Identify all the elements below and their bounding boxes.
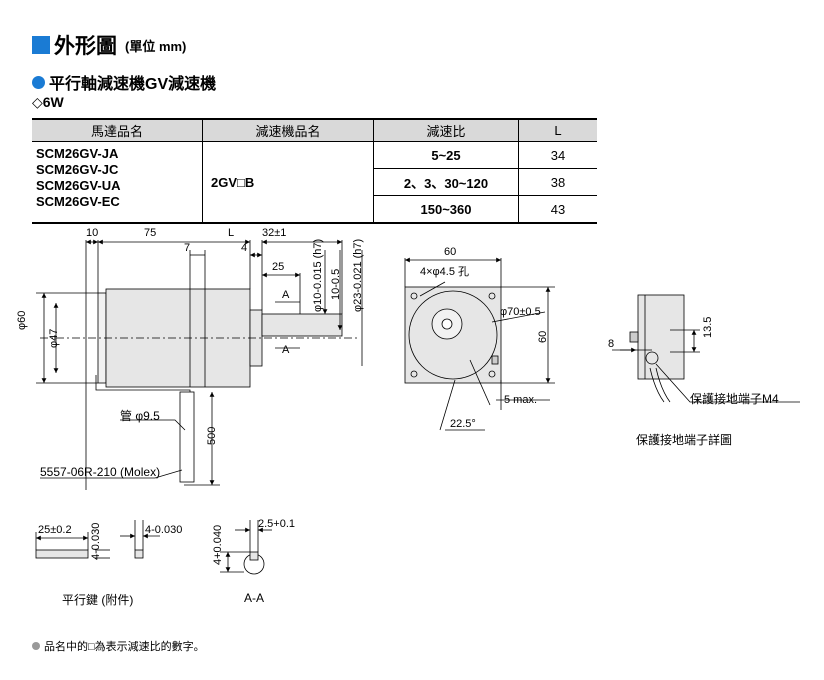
dim-500: 500 [206, 426, 218, 445]
dim-25: 25 [272, 261, 285, 273]
th-ratio: 減速比 [373, 118, 519, 142]
key-caption: 平行鍵 (附件) [62, 593, 134, 607]
dim-shaft-phi10: φ10-0.015 (h7) [312, 238, 324, 312]
aa-dim-4: 4+0.040 [212, 524, 224, 565]
angle-label: 22.5° [450, 418, 476, 430]
dim-phi60: φ60 [16, 310, 28, 330]
dim-4: 4 [241, 242, 248, 254]
spec-table: 馬達品名 減速機品名 減速比 L SCM26GV-JA SCM26GV-JC S… [32, 118, 597, 224]
front-view [404, 257, 555, 431]
section-A-bottom: A [282, 344, 290, 356]
key-dim-4a: 4-0.030 [90, 522, 102, 560]
ground-view [612, 294, 800, 403]
dim-front-60: 60 [444, 246, 457, 258]
ground-terminal-label: 保護接地端子M4 [690, 392, 779, 406]
key-dim-25: 25±0.2 [38, 524, 72, 536]
dim-front-h60: 60 [537, 330, 549, 343]
gray-dot-icon [32, 642, 40, 650]
blue-dot-icon [32, 75, 45, 89]
L-1: 34 [518, 141, 597, 169]
page-title: 外形圖 [54, 35, 117, 58]
pcd-label: φ70±0.5 [500, 306, 541, 318]
section-title: 平行軸減速機GV減速機 [49, 76, 217, 93]
ratio-2: 2、3、30~120 [373, 168, 519, 196]
side-dimension-lines [36, 239, 363, 490]
dim-7: 7 [184, 242, 191, 254]
footnote-text: 品名中的□為表示減速比的數字。 [44, 641, 205, 653]
aa-view [220, 520, 272, 575]
ground-caption: 保護接地端子詳圖 [636, 433, 733, 447]
dim-32: 32±1 [262, 227, 287, 239]
side-view-motor [40, 288, 360, 483]
L-2: 38 [518, 168, 597, 196]
holes-label: 4×φ4.5 孔 [420, 266, 470, 278]
th-motor: 馬達品名 [32, 118, 203, 142]
section-A-top: A [282, 289, 290, 301]
key-dim-4b: 4-0.030 [145, 524, 183, 536]
connector-label: 5557-06R-210 (Molex) [40, 465, 161, 479]
model-3: SCM26GV-UA [36, 178, 121, 193]
L-3: 43 [518, 195, 597, 224]
dim-ground-135: 13.5 [702, 316, 714, 338]
blue-square-icon [32, 36, 50, 54]
footnote: 品名中的□為表示減速比的數字。 [32, 638, 205, 654]
dim-ground-8: 8 [608, 338, 615, 350]
th-gearhead: 減速機品名 [202, 118, 374, 142]
page-header: 外形圖 (單位 mm) [32, 30, 186, 60]
dim-shaft-10: 10-0.5 [330, 268, 342, 300]
section-header: 平行軸減速機GV減速機 [32, 70, 216, 94]
ratio-3: 150~360 [373, 195, 519, 224]
th-L: L [518, 118, 597, 142]
dim-phi47: φ47 [48, 328, 60, 348]
aa-caption: A-A [244, 591, 265, 605]
power-label: ◇6W [32, 94, 64, 110]
gearhead-model: 2GV□B [202, 141, 374, 224]
key-view [35, 520, 160, 559]
model-4: SCM26GV-EC [36, 194, 120, 209]
dim-phi23: φ23-0.021 (h7) [352, 238, 364, 312]
dim-10: 10 [86, 227, 99, 239]
model-2: SCM26GV-JC [36, 162, 119, 177]
unit-label: (單位 mm) [125, 38, 187, 54]
aa-dim-25: 2.5+0.1 [258, 518, 296, 530]
dim-75: 75 [144, 227, 157, 239]
ratio-1: 5~25 [373, 141, 519, 169]
model-1: SCM26GV-JA [36, 146, 119, 161]
tube-label: 管 φ9.5 [120, 409, 160, 423]
motor-models: SCM26GV-JA SCM26GV-JC SCM26GV-UA SCM26GV… [32, 141, 203, 224]
max-label: 5 max. [504, 394, 538, 406]
dim-L: L [228, 227, 235, 239]
